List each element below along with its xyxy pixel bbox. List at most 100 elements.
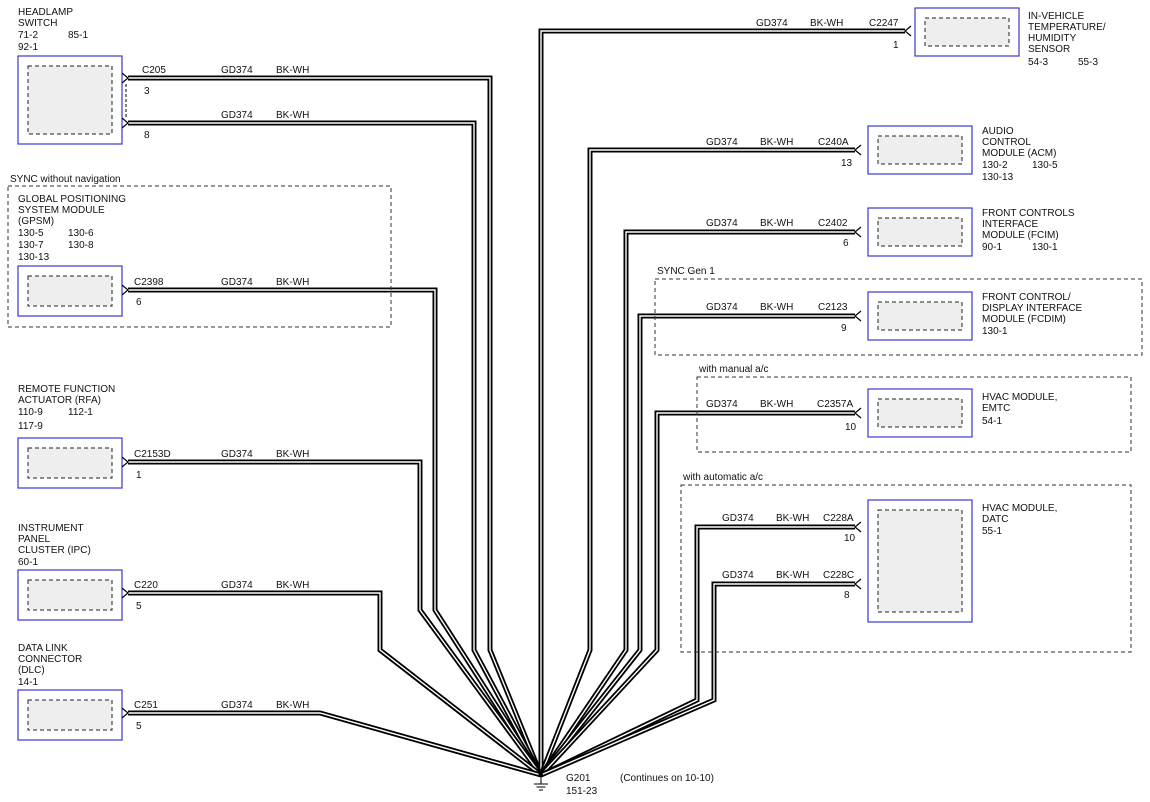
page-ref: 85-1	[68, 30, 88, 41]
fcdim: C2123 9 FRONT CONTROL/ DISPLAY INTERFACE…	[818, 291, 1083, 341]
pin-icon	[854, 310, 862, 322]
wire-ipc	[128, 590, 543, 777]
component-name: MODULE (FCDIM)	[982, 314, 1066, 325]
pin-number: 8	[144, 130, 150, 141]
pin-icon	[121, 587, 129, 599]
page-ref: 54-1	[982, 416, 1002, 427]
pin-number: 1	[893, 40, 899, 51]
wire-color-label: BK-WH	[776, 513, 809, 524]
pin-icon	[904, 25, 912, 37]
circuit-label: GD374	[706, 218, 738, 229]
circuit-label: GD374	[221, 580, 253, 591]
wire-color-label: BK-WH	[760, 302, 793, 313]
group-label: with manual a/c	[698, 364, 768, 375]
component-box	[17, 265, 123, 317]
wire-color-label: BK-WH	[276, 700, 309, 711]
pin-number: 5	[136, 721, 142, 732]
component-inner	[877, 301, 963, 331]
component-name: MODULE (ACM)	[982, 148, 1056, 159]
component-name: AUDIO	[982, 126, 1014, 137]
page-ref: 112-1	[68, 407, 93, 418]
pin-number: 13	[841, 158, 853, 169]
component-name: FRONT CONTROL/	[982, 292, 1071, 303]
page-ref: 55-3	[1078, 57, 1098, 68]
pin-icon	[121, 456, 129, 468]
component-name: HEADLAMP	[18, 7, 73, 18]
component-name: ACTUATOR (RFA)	[18, 395, 101, 406]
component-inner	[877, 135, 963, 165]
circuit-label: GD374	[221, 110, 253, 121]
wire-gpsm	[128, 287, 544, 777]
connector-id: C205	[142, 65, 166, 76]
pin-number: 3	[144, 86, 150, 97]
circuit-label: GD374	[706, 399, 738, 410]
component-name: CLUSTER (IPC)	[18, 545, 91, 556]
wire-ivth	[538, 28, 905, 775]
page-ref: 130-5	[18, 228, 44, 239]
headlamp-switch: HEADLAMP SWITCH 71-2 85-1 92-1 C205 3 8	[17, 7, 166, 145]
wire-color-label: BK-WH	[276, 580, 309, 591]
page-ref: 14-1	[18, 677, 38, 688]
component-box	[17, 437, 123, 489]
wire-color-label: BK-WH	[776, 570, 809, 581]
component-name: CONTROL	[982, 137, 1031, 148]
component-box	[867, 125, 973, 175]
page-ref: 90-1	[982, 242, 1002, 253]
component-box	[914, 7, 1020, 57]
component-inner	[924, 17, 1010, 47]
component-box	[867, 291, 973, 341]
pin-icon	[121, 707, 129, 719]
group-label: SYNC without navigation	[10, 174, 121, 185]
group-manual-ac: with manual a/c	[696, 364, 1132, 453]
component-name: CONNECTOR	[18, 654, 82, 665]
circuit-label: GD374	[706, 137, 738, 148]
component-box	[17, 689, 123, 741]
connector-id: C2398	[134, 277, 164, 288]
pin-icon	[854, 578, 862, 590]
circuit-label: GD374	[722, 570, 754, 581]
component-box	[17, 569, 123, 621]
group-label: SYNC Gen 1	[657, 266, 715, 277]
circuit-label: GD374	[706, 302, 738, 313]
page-ref: 71-2	[18, 30, 38, 41]
ground-g201: G201 151-23 (Continues on 10-10)	[534, 773, 714, 797]
component-name: SENSOR	[1028, 44, 1070, 55]
page-ref: 55-1	[982, 526, 1002, 537]
ground-id: G201	[566, 773, 591, 784]
pin-icon	[854, 144, 862, 156]
wire-datc-8	[540, 581, 855, 778]
component-inner	[877, 398, 963, 428]
group-automatic-ac: with automatic a/c	[680, 472, 1132, 653]
circuit-label: GD374	[221, 449, 253, 460]
pin-number: 8	[844, 590, 850, 601]
dlc: DATA LINK CONNECTOR (DLC) 14-1 C251 5	[17, 643, 158, 741]
page-ref: 92-1	[18, 42, 38, 53]
component-inner	[27, 447, 113, 479]
wire-color-label: BK-WH	[760, 137, 793, 148]
circuit-label: GD374	[756, 18, 788, 29]
pin-number: 6	[136, 297, 142, 308]
rfa: REMOTE FUNCTION ACTUATOR (RFA) 110-9 112…	[17, 384, 171, 489]
group-label: with automatic a/c	[682, 472, 763, 483]
connector-id: C2357A	[817, 399, 853, 410]
wire-fcdim	[539, 313, 855, 777]
component-name: INTERFACE	[982, 219, 1038, 230]
circuit-label: GD374	[221, 65, 253, 76]
connector-id: C251	[134, 700, 158, 711]
wire-emtc	[539, 410, 855, 777]
pin-icon	[121, 72, 129, 84]
page-ref: 54-3	[1028, 57, 1048, 68]
component-name: REMOTE FUNCTION	[18, 384, 115, 395]
group-sync-without-navigation: SYNC without navigation	[7, 174, 392, 328]
wire-datc-10	[539, 524, 855, 778]
component-inner	[877, 509, 963, 613]
component-inner	[27, 275, 113, 307]
ipc: INSTRUMENT PANEL CLUSTER (IPC) 60-1 C220…	[17, 523, 158, 621]
component-inner	[877, 217, 963, 247]
component-name: PANEL	[18, 534, 50, 545]
pin-number: 10	[845, 422, 857, 433]
connector-id: C2123	[818, 302, 848, 313]
connector-id: C2153D	[134, 449, 171, 460]
page-ref: 117-9	[18, 421, 43, 432]
gpsm: GLOBAL POSITIONING SYSTEM MODULE (GPSM) …	[17, 194, 164, 317]
